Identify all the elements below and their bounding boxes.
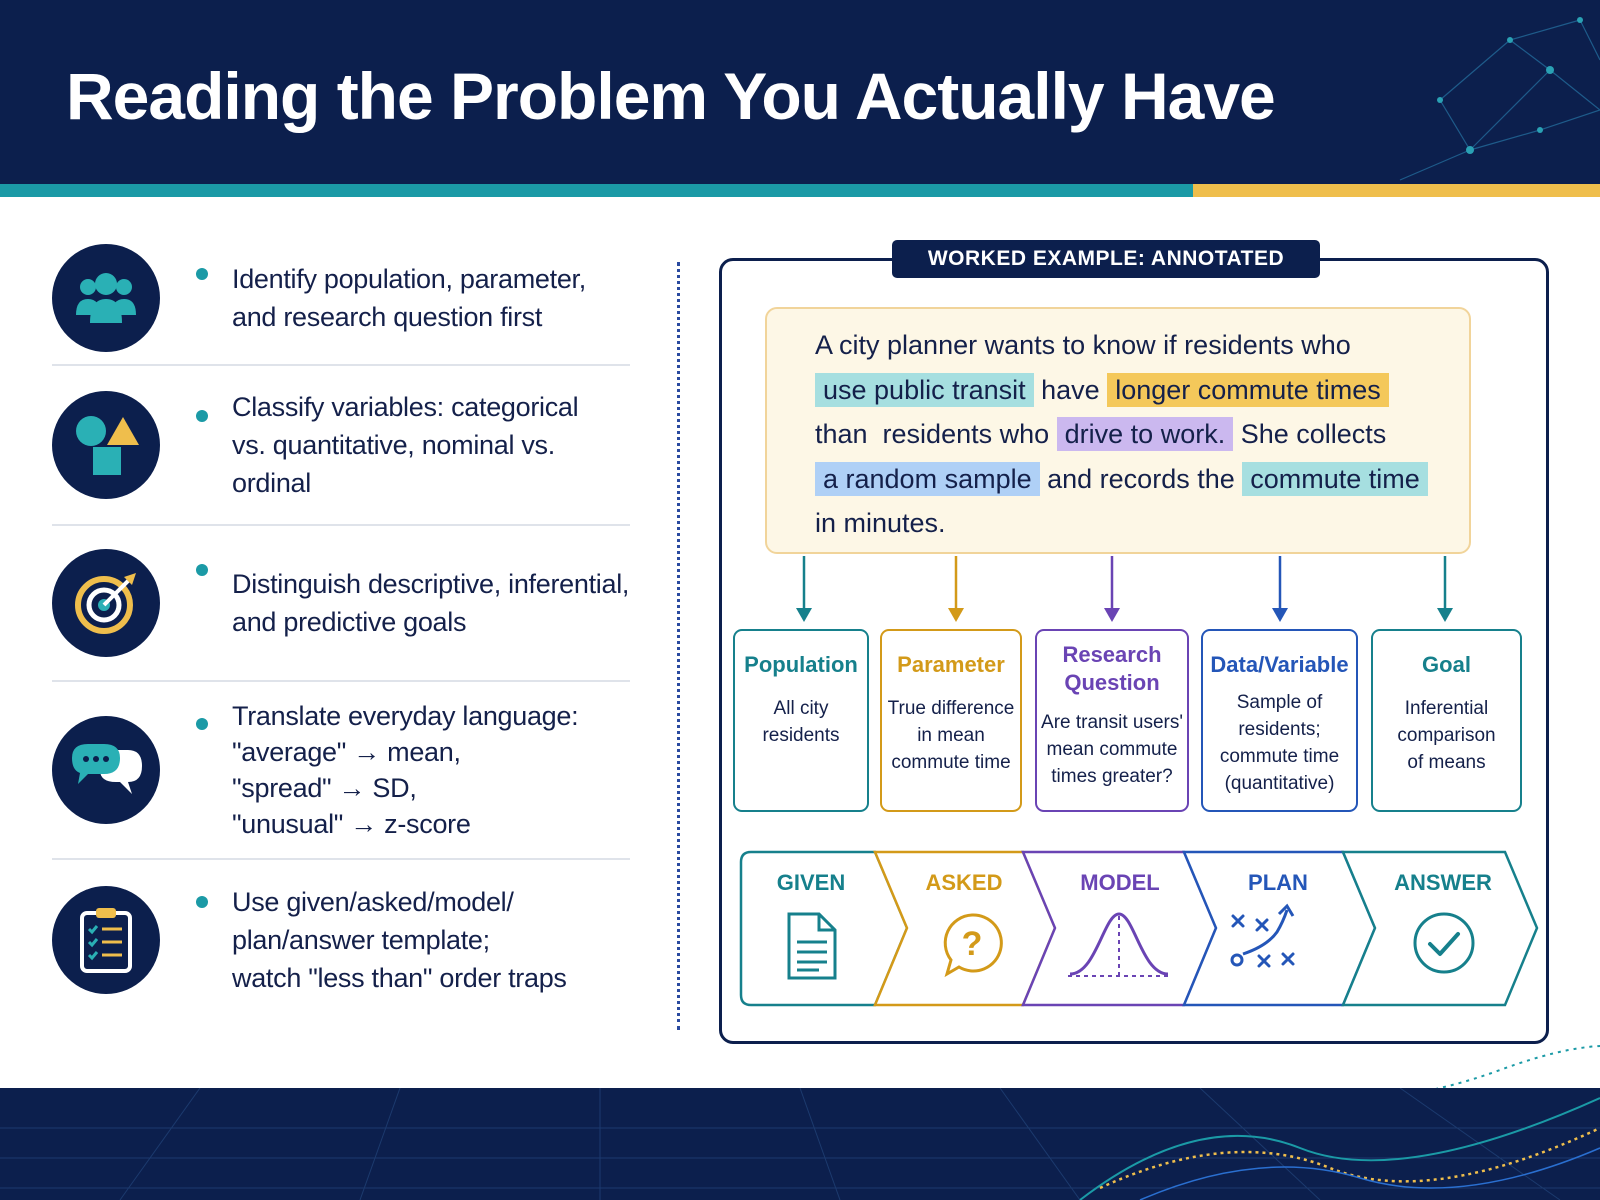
category-desc: Are transit users' mean commute times gr… bbox=[1041, 712, 1183, 787]
problem-line: in minutes. bbox=[815, 501, 1469, 546]
step-plan-label: PLAN bbox=[1248, 870, 1308, 895]
list-item-text: Classify variables: categorical vs. quan… bbox=[232, 392, 579, 498]
people-icon bbox=[52, 244, 160, 352]
problem-text: than residents who bbox=[815, 419, 1050, 449]
checkmark-circle-icon bbox=[1413, 912, 1475, 974]
highlight-parameter: longer commute times bbox=[1107, 372, 1389, 407]
category-desc: True difference in mean commute time bbox=[887, 698, 1015, 773]
step-model-label: MODEL bbox=[1080, 870, 1160, 895]
header-banner: Reading the Problem You Actually Have bbox=[0, 0, 1600, 184]
page-title: Reading the Problem You Actually Have bbox=[66, 59, 1276, 133]
dotted-divider bbox=[677, 262, 680, 1030]
bullet-dot bbox=[196, 410, 208, 422]
list-item-text: Distinguish descriptive, inferential, an… bbox=[232, 569, 630, 637]
clipboard-checklist-icon bbox=[52, 886, 160, 994]
highlight-research-question: drive to work. bbox=[1056, 417, 1234, 451]
category-desc: Inferential comparison of means bbox=[1397, 698, 1496, 773]
category-title: Research Question bbox=[1062, 642, 1162, 695]
problem-text: and records the bbox=[1047, 463, 1235, 494]
highlight-population: use public transit bbox=[815, 372, 1034, 407]
list-item: Distinguish descriptive, inferential, an… bbox=[52, 526, 630, 682]
key-points-list: Identify population, parameter, and rese… bbox=[52, 232, 630, 1020]
document-icon bbox=[787, 912, 837, 980]
category-desc: Sample of residents; commute time (quant… bbox=[1219, 692, 1340, 794]
list-item-text: Use given/asked/model/ plan/answer templ… bbox=[232, 887, 567, 993]
question-bubble-icon: ? bbox=[943, 913, 1003, 978]
footer-band bbox=[0, 1088, 1600, 1200]
list-item-text: Translate everyday language: "average" →… bbox=[232, 701, 579, 839]
problem-line: than residents who drive to work. She co… bbox=[815, 412, 1469, 457]
list-item: Use given/asked/model/ plan/answer templ… bbox=[52, 860, 630, 1020]
chat-bubbles-icon bbox=[52, 716, 160, 824]
network-decoration-icon bbox=[1399, 17, 1600, 181]
bullet-dot bbox=[196, 718, 208, 730]
category-data-variable: Data/Variable Sample of residents; commu… bbox=[1201, 629, 1358, 812]
category-research-question: Research Question Are transit users' mea… bbox=[1035, 629, 1189, 812]
list-item: Classify variables: categorical vs. quan… bbox=[52, 366, 630, 526]
problem-line: a random sample and records the commute … bbox=[815, 457, 1469, 502]
highlight-variable: commute time bbox=[1242, 461, 1428, 496]
problem-text: have bbox=[1041, 374, 1100, 405]
category-parameter: Parameter True difference in mean commut… bbox=[880, 629, 1022, 812]
list-item: Identify population, parameter, and rese… bbox=[52, 232, 630, 366]
grid-wave-decoration-icon bbox=[0, 1088, 1600, 1200]
list-item-text: Identify population, parameter, and rese… bbox=[232, 264, 586, 332]
bullet-dot bbox=[196, 564, 208, 576]
target-icon bbox=[52, 549, 160, 657]
category-goal: Goal Inferential comparison of means bbox=[1371, 629, 1522, 812]
category-desc: All city residents bbox=[762, 698, 840, 746]
accent-stripe-teal bbox=[0, 184, 1193, 197]
bell-curve-icon bbox=[1068, 912, 1170, 977]
problem-statement: A city planner wants to know if resident… bbox=[765, 307, 1471, 554]
step-answer-label: ANSWER bbox=[1394, 870, 1492, 895]
category-title: Data/Variable bbox=[1210, 652, 1349, 677]
category-population: Population All city residents bbox=[733, 629, 869, 812]
category-title: Population bbox=[744, 652, 858, 677]
process-steps: GIVEN ASKED MODEL PLAN ANSWER ? bbox=[739, 850, 1539, 1007]
step-given-label: GIVEN bbox=[776, 870, 846, 895]
step-asked-label: ASKED bbox=[925, 870, 1003, 895]
category-title: Goal bbox=[1422, 652, 1471, 677]
problem-text: A city planner wants to know if resident… bbox=[815, 330, 1351, 360]
accent-stripe-gold bbox=[1193, 184, 1600, 197]
shapes-icon bbox=[52, 391, 160, 499]
category-title: Parameter bbox=[897, 652, 1005, 677]
worked-example-tab: WORKED EXAMPLE: ANNOTATED bbox=[892, 240, 1320, 278]
playbook-icon bbox=[1230, 903, 1295, 968]
problem-text: She collects bbox=[1240, 419, 1387, 449]
problem-line: A city planner wants to know if resident… bbox=[815, 323, 1469, 368]
problem-line: use public transit have longer commute t… bbox=[815, 368, 1469, 413]
svg-text:?: ? bbox=[962, 925, 983, 963]
bullet-dot bbox=[196, 268, 208, 280]
list-item: Translate everyday language: "average" →… bbox=[52, 682, 630, 860]
highlight-data: a random sample bbox=[815, 461, 1040, 496]
problem-text: in minutes. bbox=[815, 508, 946, 538]
bullet-dot bbox=[196, 896, 208, 908]
